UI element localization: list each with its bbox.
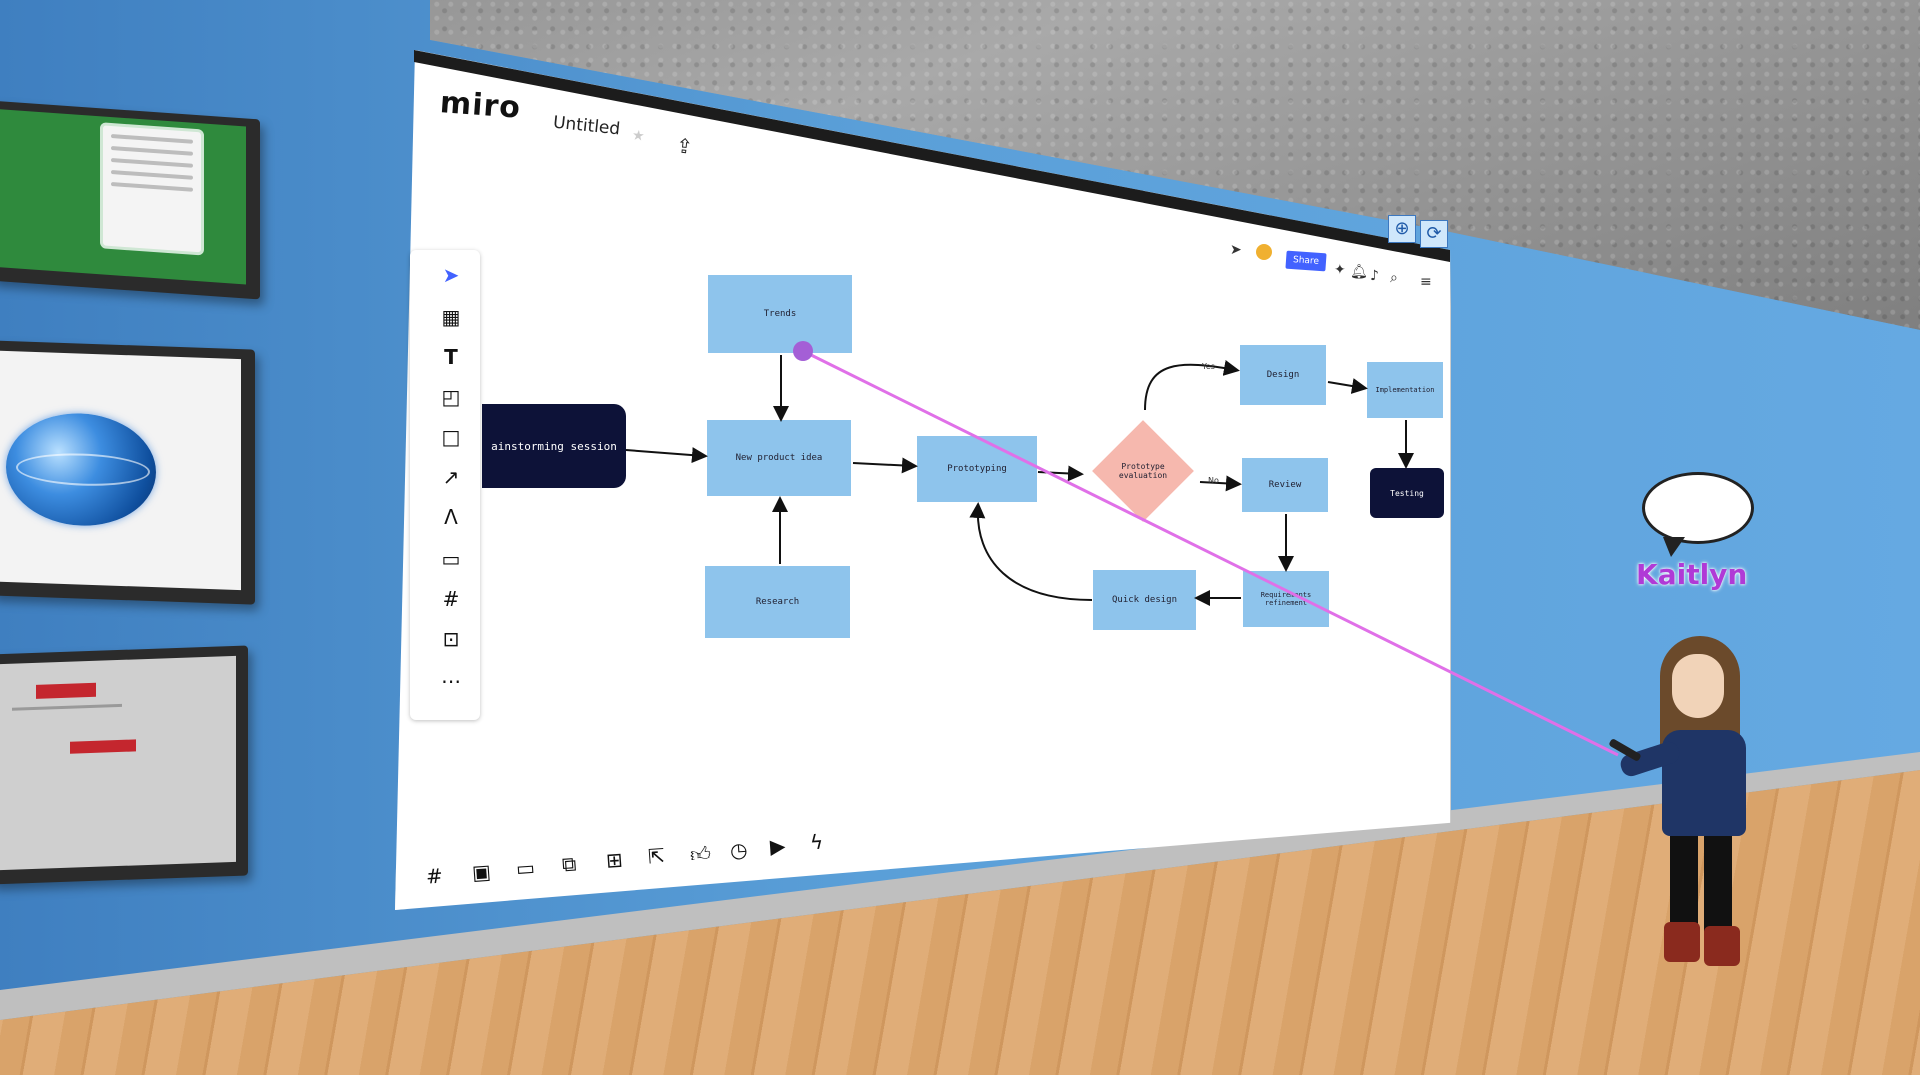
avatar-boot-right	[1704, 926, 1740, 966]
templates-tool-icon[interactable]: ▦	[441, 305, 461, 329]
side-panel-globe[interactable]	[0, 340, 255, 605]
frames-icon[interactable]: #	[425, 863, 444, 889]
notifications-icon[interactable]: 🔔︎	[1350, 264, 1368, 280]
upload-tool-icon[interactable]: ⊡	[442, 627, 460, 651]
node-brainstorming-session[interactable]: ainstorming session	[482, 404, 626, 488]
reaction-icon[interactable]: 👍︎	[689, 841, 712, 867]
arrow-tool-icon[interactable]: ↗	[442, 465, 460, 489]
lightning-icon[interactable]: ϟ	[809, 829, 825, 855]
edge-label-yes: Yes	[1202, 362, 1215, 371]
text-tool-icon[interactable]: T	[444, 345, 458, 369]
present-icon[interactable]: ▣	[471, 859, 492, 885]
menu-icon[interactable]: ≡	[1420, 274, 1432, 290]
node-implementation[interactable]: Implementation	[1367, 362, 1443, 418]
export-icon[interactable]: ⇱	[647, 843, 666, 869]
video-icon[interactable]: ▶	[769, 833, 787, 859]
search-icon[interactable]: ⌕	[1390, 270, 1398, 286]
cards-icon[interactable]: ⊞	[605, 847, 624, 873]
node-trends[interactable]: Trends	[708, 275, 852, 353]
side-panel-app-screen	[0, 109, 246, 285]
timer-icon[interactable]: ◷	[729, 837, 749, 863]
more-tools-icon[interactable]: ⋯	[441, 669, 461, 693]
select-tool-icon[interactable]: ➤	[442, 263, 460, 287]
node-review[interactable]: Review	[1242, 458, 1328, 512]
side-panel-app[interactable]	[0, 100, 260, 300]
cursor-icon[interactable]: ➤	[1230, 242, 1242, 258]
phone-mockup	[100, 122, 204, 256]
avatar-face	[1672, 654, 1724, 718]
zoom-in-icon[interactable]: ⊕	[1388, 215, 1416, 243]
miro-logo: miro	[438, 85, 523, 126]
globe-icon	[6, 410, 156, 529]
screen-share-icon[interactable]: ⧉	[561, 851, 578, 877]
avatar-boot-left	[1664, 922, 1700, 962]
node-design[interactable]: Design	[1240, 345, 1326, 405]
refresh-icon[interactable]: ⟳	[1420, 220, 1448, 248]
pen-tool-icon[interactable]: Λ	[444, 505, 458, 529]
node-requirements-refinement[interactable]: Requirements refinement	[1243, 571, 1329, 627]
bottom-toolbar: # ▣ ▭ ⧉ ⊞ ⇱ 👍︎ ◷ ▶ ϟ	[420, 818, 920, 889]
node-new-product-idea[interactable]: New product idea	[707, 420, 851, 496]
node-research[interactable]: Research	[705, 566, 850, 638]
speech-bubble-icon[interactable]	[1642, 472, 1754, 557]
comment-tool-icon[interactable]: ▭	[441, 547, 461, 571]
left-toolbar: ➤ ▦ T ◰ □ ↗ Λ ▭ # ⊡ ⋯	[410, 250, 480, 720]
reactions-icon[interactable]: ✦	[1334, 262, 1346, 278]
sticky-note-tool-icon[interactable]: ◰	[441, 385, 461, 409]
edge-label-no: No	[1208, 476, 1219, 485]
node-prototyping[interactable]: Prototyping	[917, 436, 1037, 502]
presentation-badge	[70, 739, 136, 754]
shape-tool-icon[interactable]: □	[441, 425, 461, 449]
node-quick-design[interactable]: Quick design	[1093, 570, 1196, 630]
node-testing[interactable]: Testing	[1370, 468, 1444, 518]
side-panel-globe-screen	[0, 350, 241, 591]
star-icon[interactable]: ★	[631, 127, 646, 145]
avatar-name: Kaitlyn	[1636, 558, 1748, 591]
avatar-character[interactable]	[1600, 630, 1800, 990]
node-prototype-evaluation-label: Prototype evaluation	[1118, 462, 1168, 480]
collaborator-avatar[interactable]	[1256, 244, 1272, 260]
side-panel-presentation-screen	[0, 655, 236, 871]
presentation-logo	[36, 682, 96, 699]
comment-icon[interactable]: ▭	[515, 855, 536, 881]
frame-tool-icon[interactable]: #	[442, 587, 460, 611]
upload-icon[interactable]: ⇪	[674, 133, 694, 159]
share-button[interactable]: Share	[1285, 250, 1327, 272]
bell-icon[interactable]: ♪	[1370, 268, 1379, 284]
side-panel-presentation[interactable]	[0, 645, 248, 885]
presentation-line	[12, 703, 122, 711]
